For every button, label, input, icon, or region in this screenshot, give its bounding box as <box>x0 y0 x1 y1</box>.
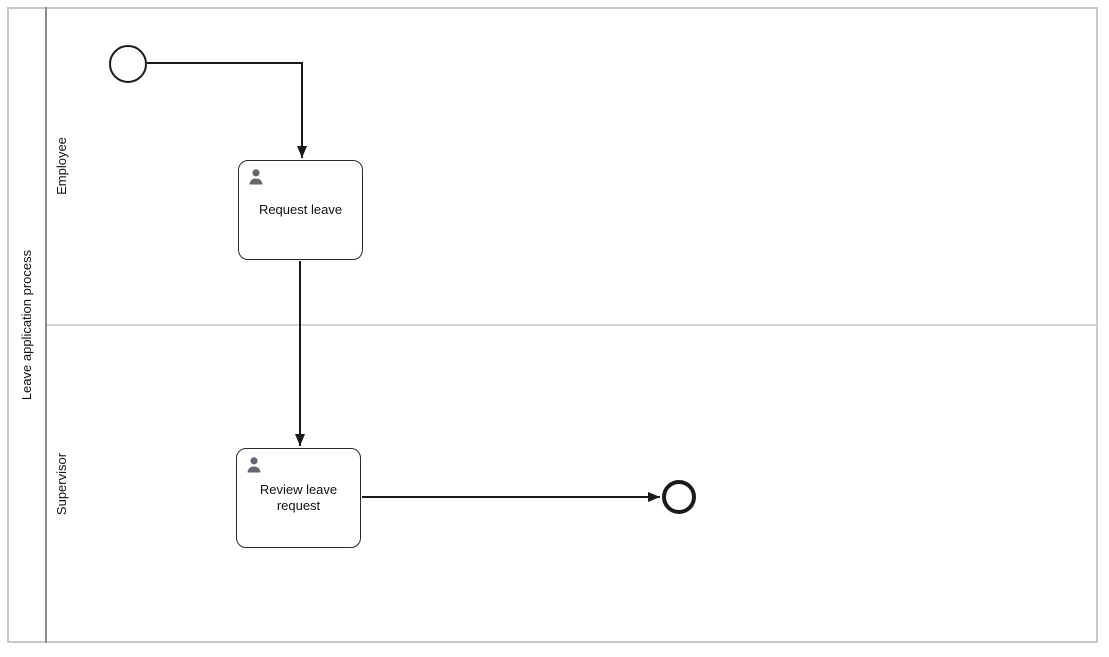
pool-label: Leave application process <box>19 249 34 401</box>
pool-label-separator <box>45 7 47 643</box>
task-review-leave-request[interactable]: Review leave request <box>236 448 361 548</box>
end-event[interactable] <box>662 480 696 514</box>
lane-label-employee: Employee <box>54 137 69 195</box>
task-label: Request leave <box>258 201 343 217</box>
user-icon <box>246 166 266 188</box>
user-icon <box>244 454 264 476</box>
task-label: Review leave request <box>259 481 338 513</box>
task-request-leave[interactable]: Request leave <box>238 160 363 260</box>
lane-divider <box>47 324 1098 326</box>
start-event[interactable] <box>109 45 147 83</box>
lane-label-supervisor: Supervisor <box>54 452 69 516</box>
